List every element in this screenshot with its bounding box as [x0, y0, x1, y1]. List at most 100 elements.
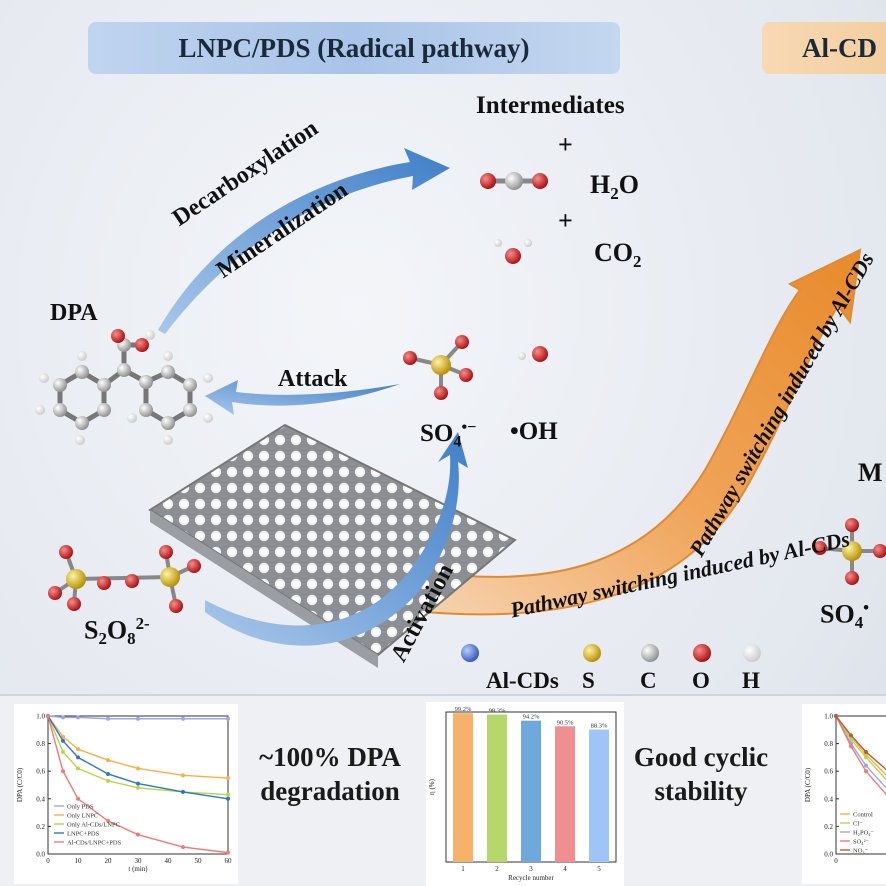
y-tick-label: 0.6	[36, 768, 45, 776]
data-point	[864, 763, 868, 768]
y-tick-label: 0.8	[36, 740, 45, 748]
data-point	[76, 715, 80, 720]
y-tick-label: 0.6	[824, 768, 833, 776]
data-point	[76, 796, 80, 801]
series-line-3	[835, 715, 886, 796]
x-tick-label: 1	[461, 865, 465, 873]
radical-pathway-title: LNPC/PDS (Radical pathway)	[178, 32, 530, 63]
data-point	[226, 792, 230, 797]
x-axis-label: t (min)	[128, 865, 148, 873]
data-point	[61, 738, 65, 743]
data-point	[864, 769, 868, 774]
data-point	[226, 796, 230, 801]
h2o-label: H2O	[590, 170, 639, 203]
data-point	[181, 845, 185, 850]
sulfate-radical-label: SO4•−	[420, 418, 477, 451]
legend-label-c: C	[640, 668, 657, 693]
plot-frame	[47, 715, 229, 855]
x-tick-label: 2	[495, 865, 499, 873]
x-tick-label: 0	[834, 857, 838, 865]
persulfate-molecule	[48, 545, 201, 613]
data-point	[864, 749, 868, 754]
degradation-caption: ~100% DPA degradation	[259, 742, 401, 806]
data-point	[136, 785, 140, 790]
y-axis-label: DPA (C/C0)	[16, 767, 24, 802]
legend-entry-3: SO₄²⁻	[853, 839, 870, 846]
recycle-bar-2	[487, 714, 507, 862]
intermediates-label: Intermediates	[476, 92, 625, 119]
x-axis-label: Recycle number	[508, 874, 554, 882]
legend-sphere-c	[641, 644, 659, 662]
x-tick-label: 30	[135, 857, 143, 865]
data-point	[849, 744, 853, 749]
plus-sign-2: +	[558, 206, 573, 235]
data-point	[106, 758, 110, 763]
legend-label-al-cds: Al-CDs	[486, 668, 559, 693]
data-point	[181, 773, 185, 778]
y-tick-label: 1.0	[824, 713, 833, 721]
bar-value-label: 90.5%	[557, 719, 574, 726]
data-point	[106, 778, 110, 783]
legend-label-s: S	[582, 668, 595, 693]
legend-entry-1: Cl⁻	[853, 821, 863, 828]
decarboxylation-arrow	[158, 148, 450, 334]
legend-entry-4: NO₃⁻	[853, 848, 869, 855]
data-point	[76, 755, 80, 760]
radical-pathway-banner: LNPC/PDS (Radical pathway)	[88, 22, 620, 74]
data-point	[864, 755, 868, 760]
data-point	[76, 747, 80, 752]
bar-value-label: 98.3%	[489, 708, 506, 715]
data-point	[136, 832, 140, 837]
dpa-label: DPA	[50, 300, 98, 326]
legend-entry-0: Control	[853, 812, 873, 819]
data-point	[226, 850, 230, 855]
hydroxyl-radical-molecule	[518, 346, 548, 362]
y-tick-label: 0.2	[36, 823, 45, 831]
x-tick-label: 0	[46, 857, 50, 865]
sulfate-radical-molecule	[403, 335, 473, 400]
data-point	[76, 766, 80, 771]
data-point	[849, 733, 853, 738]
data-point	[226, 716, 230, 721]
series-line-1	[835, 715, 886, 781]
y-tick-label: 0.0	[36, 851, 45, 859]
data-point	[106, 818, 110, 823]
anion-effect-chart: 0.00.20.40.60.81.0010DPA (C/C0)ControlCl…	[802, 704, 886, 884]
y-tick-label: 0.4	[36, 795, 45, 803]
plot-frame	[835, 715, 886, 855]
y-axis-label: DPA (C/C0)	[804, 767, 812, 802]
h2o-molecule	[494, 239, 532, 264]
y-tick-label: 0.4	[824, 795, 833, 803]
data-point	[46, 714, 50, 718]
co2-molecule	[480, 172, 548, 190]
data-point	[106, 771, 110, 776]
legend-sphere-s	[583, 644, 601, 662]
data-point	[61, 734, 65, 739]
legend-entry-2: Only Al-CDs/LNPC	[67, 822, 120, 829]
y-axis-label: η (%)	[428, 778, 436, 795]
data-point	[136, 716, 140, 721]
legend-entry-1: Only LNPC	[67, 813, 98, 820]
legend-entry-2: H₂PO₄⁻	[853, 830, 875, 837]
data-point	[106, 716, 110, 721]
data-point	[136, 766, 140, 771]
legend-sphere-h	[743, 644, 761, 662]
recycle-bar-5	[589, 729, 609, 862]
co2-label: CO2	[594, 238, 642, 271]
right-sulfate-label: SO4•	[820, 598, 870, 633]
x-tick-label: 20	[105, 857, 113, 865]
mechanism-diagram	[35, 148, 886, 668]
attack-label: Attack	[278, 366, 348, 392]
cyclic-stability-caption: Good cyclic stability	[633, 742, 769, 806]
legend-label-o: O	[692, 668, 710, 693]
bar-value-label: 99.2%	[455, 706, 472, 713]
x-tick-label: 60	[225, 857, 233, 865]
data-point	[136, 781, 140, 786]
right-partial-label: M	[858, 458, 883, 487]
recycle-bar-1	[453, 713, 473, 862]
attack-arrow	[205, 380, 400, 415]
legend-entry-4: Al-CDs/LNPC+PDS	[67, 840, 122, 847]
